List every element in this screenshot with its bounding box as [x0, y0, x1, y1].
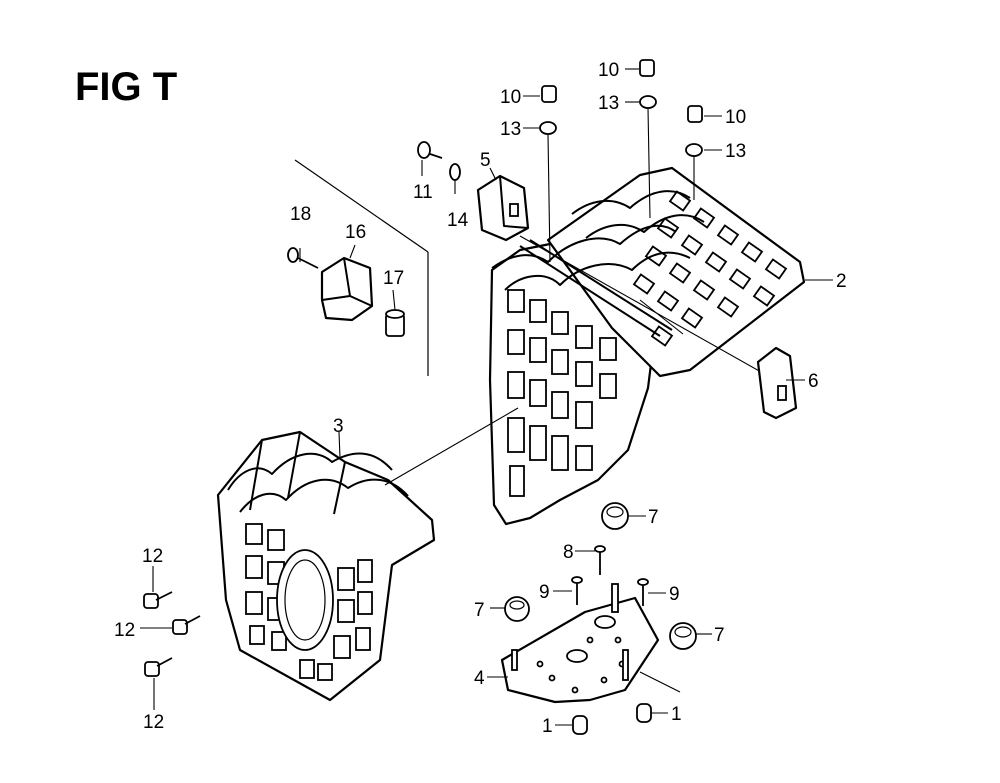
callout-7: 7 — [714, 625, 725, 646]
callout-7: 7 — [648, 507, 659, 528]
callout-9: 9 — [669, 584, 680, 605]
callout-17: 17 — [383, 268, 404, 289]
part-3-front-frame — [216, 430, 436, 702]
callout-13: 13 — [598, 93, 619, 114]
part-12-bolts — [143, 591, 201, 677]
callout-14: 14 — [447, 210, 469, 231]
callout-18: 18 — [290, 204, 311, 225]
part-2-back-grid — [507, 289, 617, 497]
figure-title: FIG T — [75, 65, 177, 109]
callout-8: 8 — [563, 542, 574, 563]
callout-12: 12 — [114, 620, 135, 641]
callout-16: 16 — [345, 222, 366, 243]
callout-2: 2 — [836, 271, 847, 292]
part-4-base-plate — [500, 583, 660, 704]
part-3-center-opening — [276, 549, 334, 651]
callout-5: 5 — [480, 150, 491, 171]
part-16-clip — [320, 256, 374, 322]
inset-frame — [294, 159, 429, 376]
callout-11: 11 — [413, 182, 433, 203]
callout-labels: 10 13 10 13 10 13 11 14 5 2 6 18 16 17 3… — [114, 60, 847, 737]
assembly-leaders — [384, 235, 769, 486]
part-1-feet — [572, 703, 652, 735]
callout-10: 10 — [725, 107, 746, 128]
part-11-bolt — [417, 141, 443, 159]
part-2-frame-deck — [488, 166, 806, 526]
callout-9: 9 — [539, 582, 550, 603]
callout-12: 12 — [142, 546, 163, 567]
part-13-washers — [539, 95, 703, 157]
part-10-nuts — [541, 59, 703, 123]
callout-12: 12 — [143, 712, 164, 733]
callout-leaders — [140, 68, 833, 726]
callout-10: 10 — [500, 87, 521, 108]
callout-1: 1 — [542, 716, 553, 737]
part-5-bracket — [476, 174, 530, 242]
callout-6: 6 — [808, 371, 819, 392]
callout-4: 4 — [474, 668, 485, 689]
part-14-washer — [449, 163, 461, 181]
callout-13: 13 — [500, 119, 521, 140]
callout-10: 10 — [598, 60, 619, 81]
part-17-collar — [385, 309, 405, 337]
part-18-screw — [287, 247, 319, 269]
callout-13: 13 — [725, 141, 746, 162]
part-3-grid — [245, 523, 373, 681]
part-2-deck-grid — [632, 190, 788, 347]
part-7-dampers — [504, 502, 697, 650]
callout-1: 1 — [671, 704, 682, 725]
callout-7: 7 — [474, 600, 485, 621]
part-6-plate — [756, 346, 798, 420]
callout-3: 3 — [333, 416, 344, 437]
part-8-9-screws — [571, 545, 649, 606]
